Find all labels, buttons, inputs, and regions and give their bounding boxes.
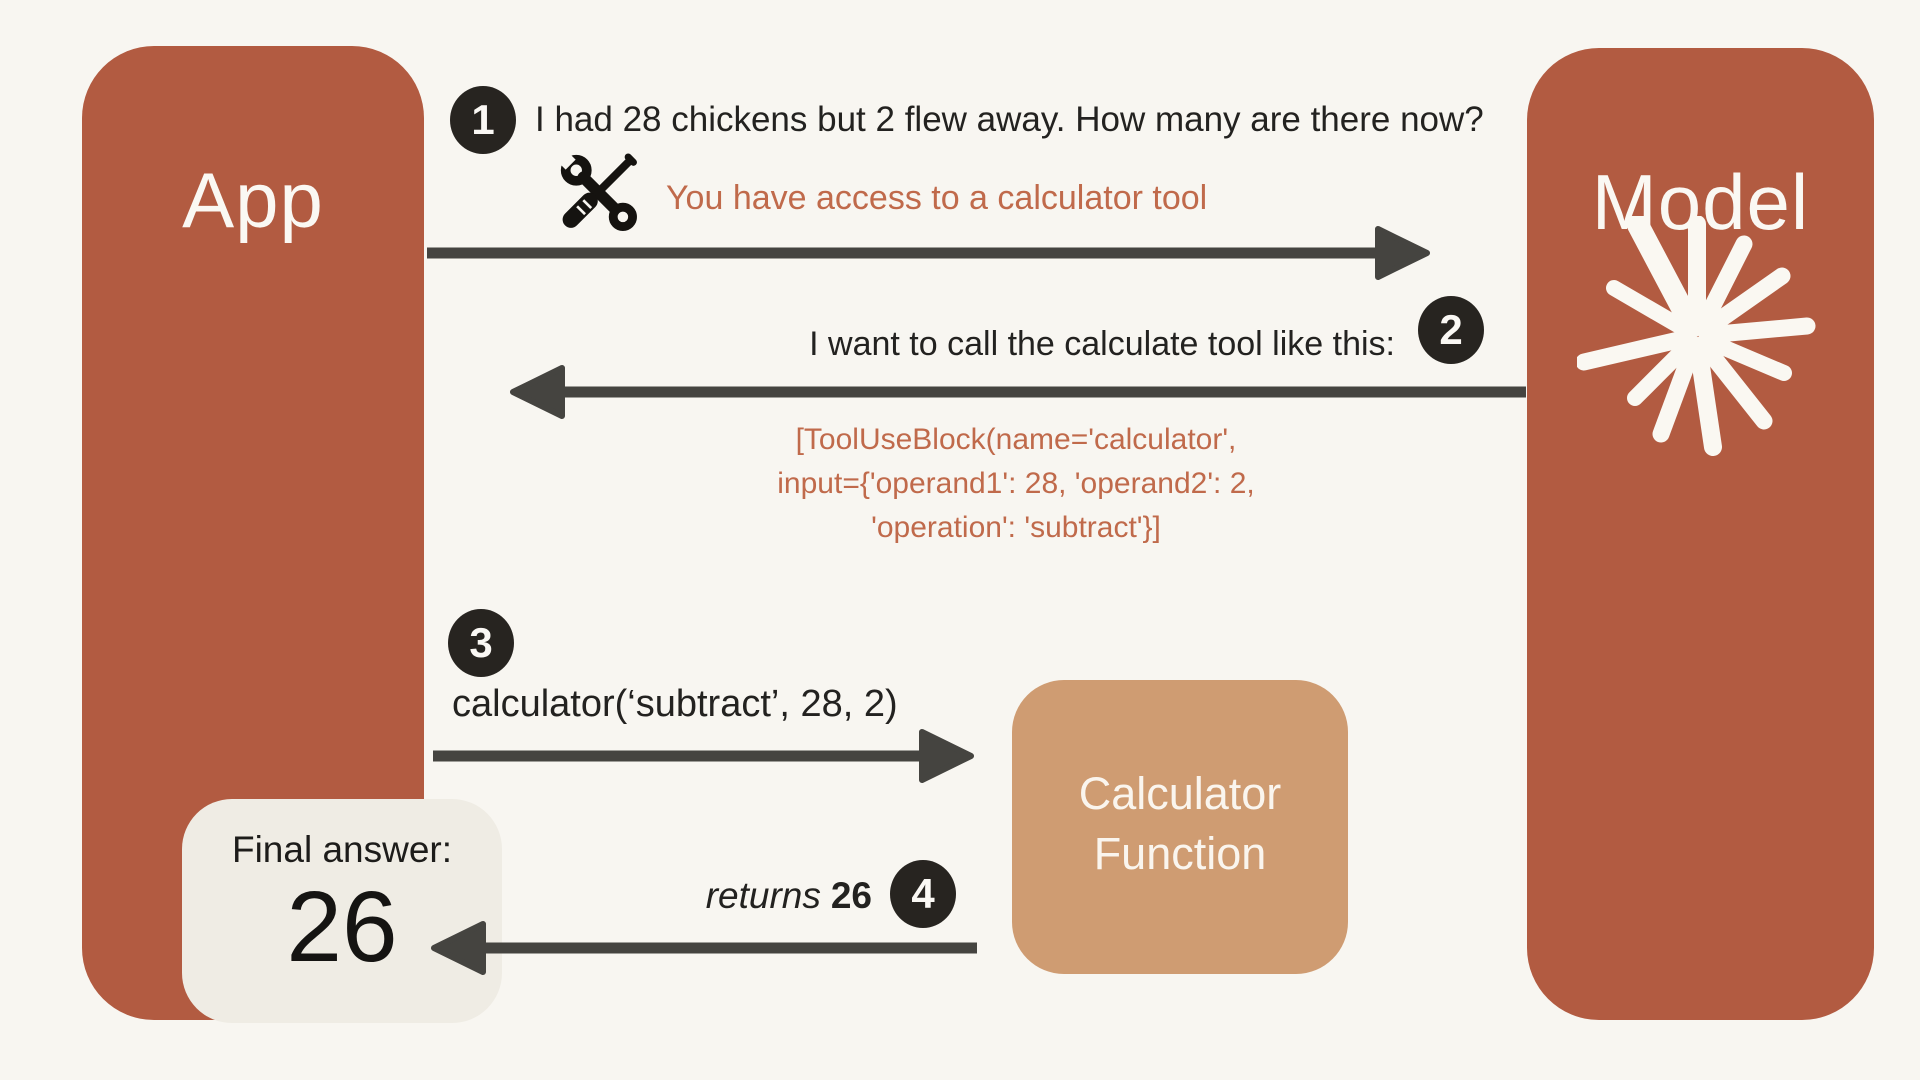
arrow-calculator-to-app [431, 921, 977, 975]
step-2-badge: 2 [1418, 296, 1484, 364]
model-box: Model [1527, 48, 1874, 1020]
step-2-model-message: I want to call the calculate tool like t… [809, 325, 1395, 363]
step-1-system-note: You have access to a calculator tool [666, 179, 1208, 217]
calculator-function-box: Calculator Function [1012, 680, 1348, 974]
final-answer-value: 26 [286, 871, 398, 983]
tool-use-code-line-3: 'operation': 'subtract'}] [871, 511, 1161, 544]
tool-use-code-line-1: [ToolUseBlock(name='calculator', [795, 423, 1237, 456]
returns-label: returns [705, 875, 821, 916]
step-3-badge: 3 [448, 609, 514, 677]
tool-use-code-line-2: input={'operand1': 28, 'operand2': 2, [777, 467, 1255, 500]
claude-starburst-icon [1577, 216, 1816, 456]
final-answer-label: Final answer: [231, 829, 453, 870]
step-3-function-call: calculator(‘subtract’, 28, 2) [452, 683, 898, 725]
step-1-user-message: I had 28 chickens but 2 flew away. How m… [535, 100, 1484, 139]
app-label: App [182, 156, 324, 244]
calculator-function-label-line1: Calculator [1078, 768, 1282, 819]
arrow-model-to-app [510, 365, 1526, 419]
step-1-badge: 1 [450, 86, 516, 154]
final-answer-box: Final answer: 26 [182, 799, 502, 1023]
calculator-function-label-line2: Function [1093, 828, 1267, 879]
return-value: 26 [830, 875, 872, 916]
arrow-app-to-model [427, 226, 1430, 280]
app-box: App Final answer: 26 [82, 46, 502, 1023]
step-4-badge: 4 [890, 860, 956, 928]
step-2-tool-use-code: [ToolUseBlock(name='calculator', input={… [666, 418, 1366, 550]
calculator-function-label: Calculator Function [1012, 764, 1348, 884]
wrench-screwdriver-icon [556, 150, 637, 231]
arrow-app-to-calculator [433, 729, 974, 783]
